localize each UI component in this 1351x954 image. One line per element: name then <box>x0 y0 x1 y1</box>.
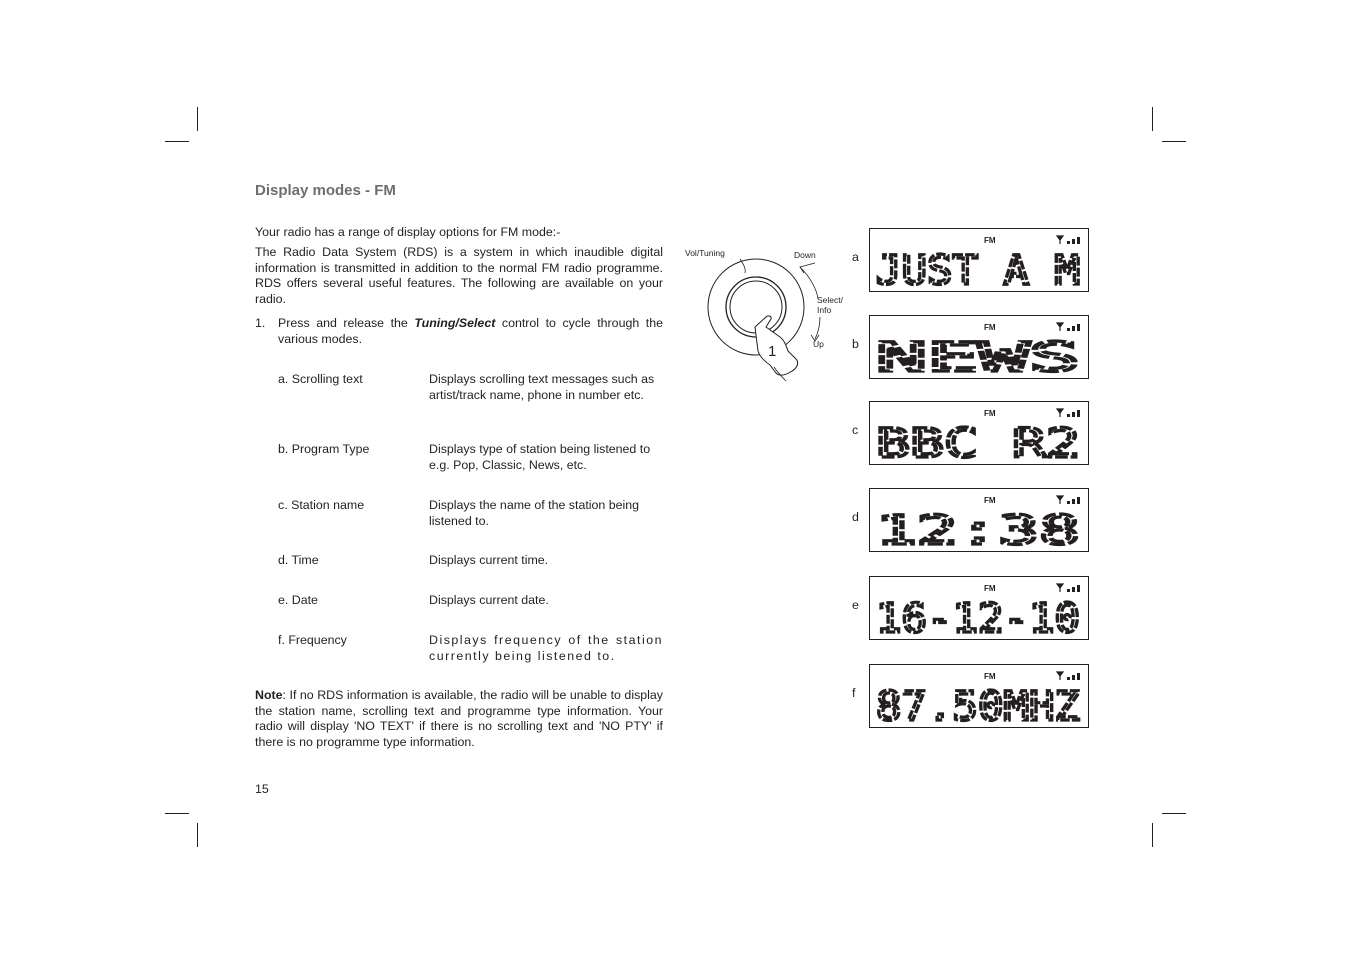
up-label: Up <box>813 339 824 349</box>
signal-strength-icon <box>1056 495 1080 504</box>
crop-mark <box>165 813 189 814</box>
rds-paragraph: The Radio Data System (RDS) is a system … <box>255 245 663 306</box>
page-number: 15 <box>255 782 269 796</box>
display-letter: b <box>852 337 859 351</box>
up-arrow-icon <box>814 316 821 340</box>
mode-description-station-name: Displays the name of the station being l… <box>429 498 640 528</box>
mode-label-frequency: f. Frequency <box>278 633 347 647</box>
segment-text-value: BBC R2 <box>876 422 1080 462</box>
display-letter: c <box>852 423 859 437</box>
segment-text-value: 16-12-10 <box>876 597 1080 637</box>
lcd-display: FM 16-12-10 <box>869 576 1089 640</box>
signal-strength-icon <box>1056 583 1080 592</box>
mode-description-program-type: Displays type of station being listened … <box>429 442 651 472</box>
step-text-after: control to cycle through the various mod… <box>278 316 663 346</box>
segment-text: JUST A M <box>876 249 1082 289</box>
crop-mark <box>165 141 189 142</box>
tuning-dial-illustration: 1 <box>707 258 821 382</box>
fm-indicator: FM <box>984 409 996 418</box>
lcd-display: FM JUST A M <box>869 228 1089 292</box>
lcd-display: FM 12:38 <box>869 488 1089 552</box>
signal-strength-icon <box>1056 235 1080 244</box>
signal-strength-icon <box>1056 671 1080 680</box>
fm-indicator: FM <box>984 672 996 681</box>
vol-tuning-label: Vol/Tuning <box>685 248 725 258</box>
up-arrowhead-icon <box>810 334 820 342</box>
info-label: Info <box>817 305 832 315</box>
segment-text: 87.50MHZ <box>876 685 1082 725</box>
signal-strength-icon <box>1056 322 1080 331</box>
segment-text: 16-12-10 <box>876 597 1082 637</box>
segment-text-value: JUST A M <box>876 249 1080 289</box>
mode-label-station-name: c. Station name <box>278 498 365 512</box>
mode-description-scrolling-text: Displays scrolling text messages such as… <box>429 372 655 402</box>
intro-text: Your radio has a range of display option… <box>255 225 561 239</box>
mode-label-time: d. Time <box>278 553 319 567</box>
segment-text: NEWS <box>876 336 1082 376</box>
crop-mark <box>1162 813 1186 814</box>
page-title: Display modes - FM <box>255 182 396 199</box>
lcd-display: FM NEWS <box>869 315 1089 379</box>
step-text-before: Press and release the <box>278 316 415 330</box>
dial-pointer-line <box>739 258 746 274</box>
lcd-display: FM BBC R2 <box>869 401 1089 465</box>
fm-indicator: FM <box>984 323 996 332</box>
mode-label-program-type: b. Program Type <box>278 442 370 456</box>
crop-mark <box>197 823 198 847</box>
mode-label-scrolling-text: a. Scrolling text <box>278 372 363 386</box>
note-label: Note <box>255 688 283 702</box>
note-paragraph: Note: If no RDS information is available… <box>255 688 663 750</box>
down-arrowhead-icon <box>799 262 816 274</box>
dial-outer-ring <box>707 258 805 356</box>
crop-mark <box>197 107 198 131</box>
mode-description-frequency: Displays frequency of the station curren… <box>429 633 663 663</box>
down-arrow-icon <box>799 266 819 300</box>
signal-strength-icon <box>1056 408 1080 417</box>
crop-mark <box>1152 107 1153 131</box>
display-letter: d <box>852 510 859 524</box>
note-text: : If no RDS information is available, th… <box>255 688 663 749</box>
lcd-display: FM 87.50MHZ <box>869 664 1089 728</box>
segment-text-value: NEWS <box>876 336 1080 376</box>
segment-text-value: 87.50MHZ <box>876 685 1080 725</box>
crop-mark <box>1152 823 1153 847</box>
mode-label-date: e. Date <box>278 593 318 607</box>
crop-mark <box>1162 141 1186 142</box>
segment-text: BBC R2 <box>876 422 1082 462</box>
control-name: Tuning/Select <box>414 316 496 330</box>
down-label: Down <box>794 250 816 260</box>
display-letter: a <box>852 250 859 264</box>
mode-description-time: Displays current time. <box>429 553 549 567</box>
fm-indicator: FM <box>984 236 996 245</box>
display-letter: e <box>852 598 859 612</box>
pointing-hand-icon <box>754 315 799 376</box>
dial-knob-inner <box>729 280 783 334</box>
hand-cuff-line <box>773 366 787 382</box>
select-label: Select/ <box>817 295 843 305</box>
fm-indicator: FM <box>984 496 996 505</box>
segment-text-value: 12:38 <box>876 509 1080 549</box>
mode-description-date: Displays current date. <box>429 593 549 607</box>
fm-indicator: FM <box>984 584 996 593</box>
step-number: 1. <box>255 316 266 330</box>
display-letter: f <box>852 686 856 700</box>
step-callout-number: 1 <box>768 343 776 360</box>
step-text: Press and release the Tuning/Select cont… <box>278 316 663 347</box>
segment-text: 12:38 <box>876 509 1082 549</box>
